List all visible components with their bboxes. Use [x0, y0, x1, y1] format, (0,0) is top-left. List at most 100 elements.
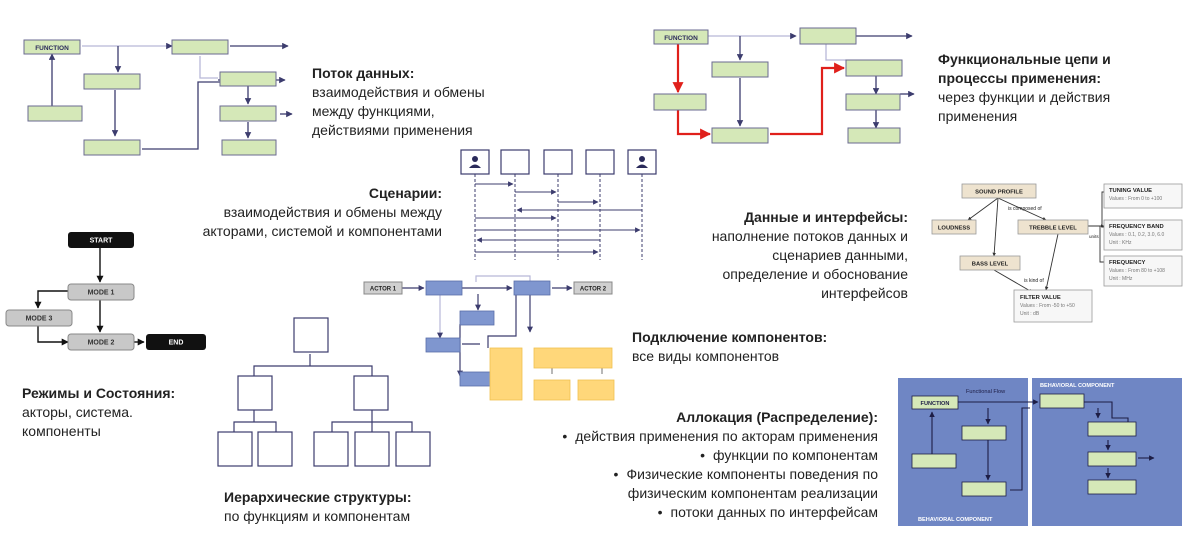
caption-allocation: Аллокация (Распределение): действия прим…	[500, 408, 878, 522]
function-box	[83, 139, 141, 156]
flow-arrow	[825, 44, 846, 61]
value-text: Unit : dB	[1020, 311, 1040, 317]
function-box	[911, 395, 959, 410]
caption-line: между функциями,	[312, 103, 435, 119]
allocation-item-continued: физическим компонентам реализации	[627, 485, 878, 501]
lifeline-head	[543, 149, 573, 175]
flow-arrow	[199, 56, 218, 79]
function-label: FUNCTION	[35, 45, 69, 52]
modes-diagram: START MODE 1 MODE 3 MODE 2 END	[5, 232, 206, 351]
allocation-item: функции по компонентам	[500, 446, 878, 465]
data-model-diagram: SOUND PROFILE is composed of LOUDNESS TR…	[931, 183, 1183, 323]
caption-title: Сценарии:	[368, 185, 442, 201]
mode-state	[67, 333, 135, 351]
caption-line: взаимодействия и обмены	[312, 84, 485, 100]
caption-line: действиями применения	[312, 122, 473, 138]
relation-line	[992, 197, 999, 257]
relation-label: units	[1089, 234, 1099, 239]
panel-label: BEHAVIORAL COMPONENT	[918, 517, 993, 523]
function-box	[23, 39, 81, 55]
tree-edge	[253, 354, 373, 376]
function-box	[1039, 393, 1085, 409]
functional-chain-diagram: FUNCTION	[653, 27, 915, 144]
caption-line: интерфейсов	[821, 285, 908, 301]
transition-arrow	[37, 324, 69, 346]
function-box	[27, 105, 83, 122]
function-box	[711, 127, 769, 144]
caption-modes-states: Режимы и Состояния: акторы, система. ком…	[22, 384, 175, 441]
state-label: MODE 2	[88, 340, 115, 347]
value-box	[1103, 183, 1183, 209]
component-box	[513, 280, 551, 296]
data-flow-diagram: FUNCTION	[23, 39, 293, 156]
lifeline-head	[585, 149, 615, 175]
caption-line: акторы, система.	[22, 404, 133, 420]
value-text: Values : From 0 to +100	[1109, 196, 1162, 202]
function-box	[83, 73, 141, 90]
relation-line	[967, 197, 999, 221]
function-label: FUNCTION	[921, 401, 950, 407]
actor-label: ACTOR 2	[580, 287, 607, 293]
entity-label: LOUDNESS	[938, 226, 970, 232]
caption-line: все виды компонентов	[632, 348, 780, 364]
caption-hierarchy: Иерархические структуры: по функциям и к…	[224, 488, 412, 526]
flow-arrow	[1010, 407, 1030, 491]
caption-line: компоненты	[22, 423, 101, 439]
tree-edge	[331, 410, 413, 432]
physical-component	[489, 347, 523, 401]
chain-arrow	[676, 110, 712, 140]
physical-component	[577, 379, 615, 401]
component-box	[459, 310, 495, 326]
tree-node	[237, 375, 273, 411]
mode-state	[5, 309, 73, 327]
caption-line: наполнение потоков данных и	[711, 228, 908, 244]
function-box	[653, 29, 709, 45]
caption-data-interfaces: Данные и интерфейсы: наполнение потоков …	[660, 208, 908, 303]
caption-title: процессы применения:	[938, 70, 1102, 86]
value-text: Unit : MHz	[1109, 276, 1133, 282]
function-box	[711, 61, 769, 78]
value-box	[1103, 255, 1183, 287]
value-title: FREQUENCY	[1109, 260, 1146, 266]
actor-label: ACTOR 1	[370, 287, 397, 293]
relation-line	[1088, 225, 1104, 263]
value-box	[1013, 289, 1093, 323]
entity-label: BASS LEVEL	[972, 262, 1009, 268]
state-label: END	[169, 340, 184, 347]
function-box	[1087, 421, 1137, 437]
function-box	[653, 93, 707, 111]
transition-arrow	[34, 290, 70, 309]
relation-label: is kind of	[1024, 278, 1044, 284]
caption-line: сценариев данными,	[772, 247, 908, 263]
caption-scenarios: Сценарии: взаимодействия и обмены между …	[180, 184, 442, 241]
tree-node	[395, 431, 431, 467]
flow-arrow	[1082, 401, 1129, 422]
actor-icon	[469, 156, 648, 168]
caption-title: Поток данных:	[312, 65, 415, 81]
state-label: START	[90, 238, 114, 245]
component-box	[425, 337, 461, 353]
tree-node	[293, 317, 329, 353]
start-state	[68, 232, 134, 248]
entity-box	[959, 255, 1021, 271]
value-text: Values : 0.1, 0.2, 3.0, 6.0	[1109, 232, 1164, 238]
relation-line	[997, 197, 1047, 221]
panel-label: BEHAVIORAL COMPONENT	[1040, 383, 1115, 389]
tree-node	[217, 431, 253, 467]
connection-arrow	[475, 275, 531, 282]
lifeline-head	[500, 149, 530, 175]
value-text: Values : From 80 to +108	[1109, 268, 1165, 274]
function-box	[219, 71, 277, 87]
value-box	[1103, 219, 1183, 251]
component-box	[425, 280, 463, 296]
value-title: TUNING VALUE	[1109, 188, 1152, 194]
allocation-diagram: FUNCTION Functional Flow BEHAVIORAL COMP…	[898, 378, 1182, 526]
entity-label: TREBBLE LEVEL	[1029, 226, 1077, 232]
allocation-item: Физические компоненты поведения по	[500, 465, 878, 484]
caption-component-connection: Подключение компонентов: все виды компон…	[632, 328, 827, 366]
function-box	[961, 481, 1007, 497]
caption-line: акторами, системой и компонентами	[202, 223, 442, 239]
chain-arrow	[770, 62, 846, 136]
caption-title: Подключение компонентов:	[632, 329, 828, 345]
sequence-diagram	[460, 149, 657, 260]
